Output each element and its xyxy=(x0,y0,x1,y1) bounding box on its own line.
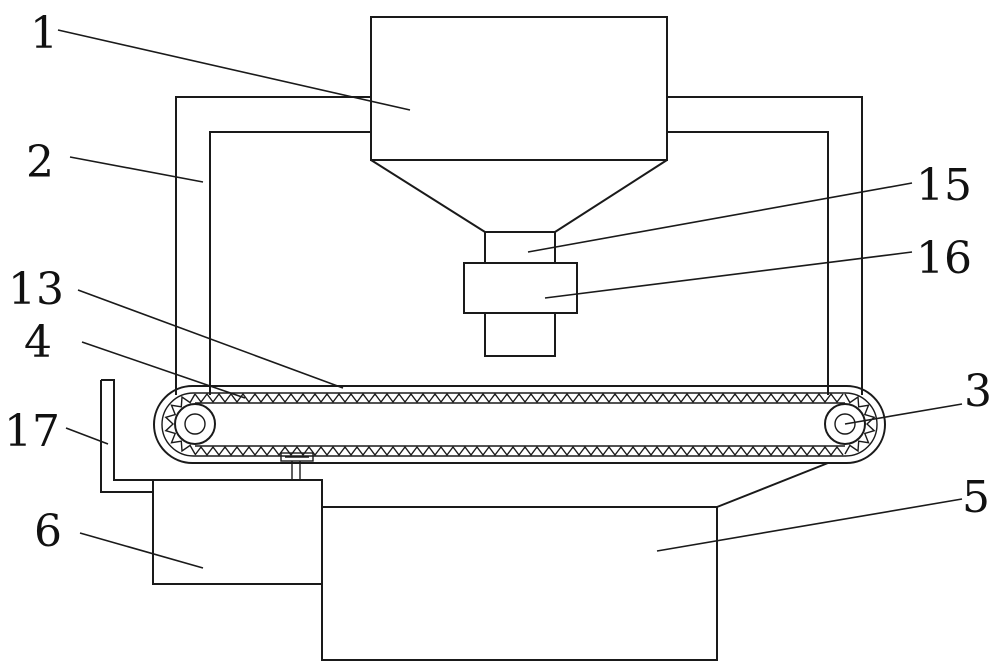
belt-outer xyxy=(153,385,886,464)
label-13: 13 xyxy=(8,264,64,315)
collection-box xyxy=(321,462,829,661)
label-6: 6 xyxy=(34,506,62,557)
leader-17 xyxy=(65,427,109,445)
fastener xyxy=(280,452,314,480)
label-4: 4 xyxy=(24,317,52,368)
roller-left xyxy=(174,403,216,445)
leader-13 xyxy=(77,289,344,389)
label-16: 16 xyxy=(916,233,972,284)
label-2: 2 xyxy=(26,137,54,188)
label-15: 15 xyxy=(916,160,972,211)
leader-4 xyxy=(81,341,246,399)
leader-16 xyxy=(544,251,913,299)
belt-teeth-left xyxy=(164,393,196,455)
conveyor xyxy=(153,385,886,464)
leader-1 xyxy=(57,29,411,111)
roller xyxy=(824,403,866,445)
leader-5 xyxy=(656,498,963,552)
side-box xyxy=(152,479,323,585)
belt-inner xyxy=(161,392,878,457)
frame xyxy=(175,96,863,395)
label-5: 5 xyxy=(962,472,990,523)
label-1: 1 xyxy=(30,8,58,59)
leader-15 xyxy=(527,182,913,253)
valve xyxy=(463,262,578,314)
label-17: 17 xyxy=(4,406,60,457)
label-3: 3 xyxy=(964,366,992,417)
leader-3 xyxy=(844,403,963,425)
hopper xyxy=(370,16,668,233)
leader-6 xyxy=(79,532,204,569)
leader-lines xyxy=(57,29,963,569)
leader-2 xyxy=(69,156,204,183)
belt-teeth-top xyxy=(194,392,844,404)
belt-teeth-right xyxy=(844,393,876,455)
belt-teeth-bottom xyxy=(194,445,844,457)
